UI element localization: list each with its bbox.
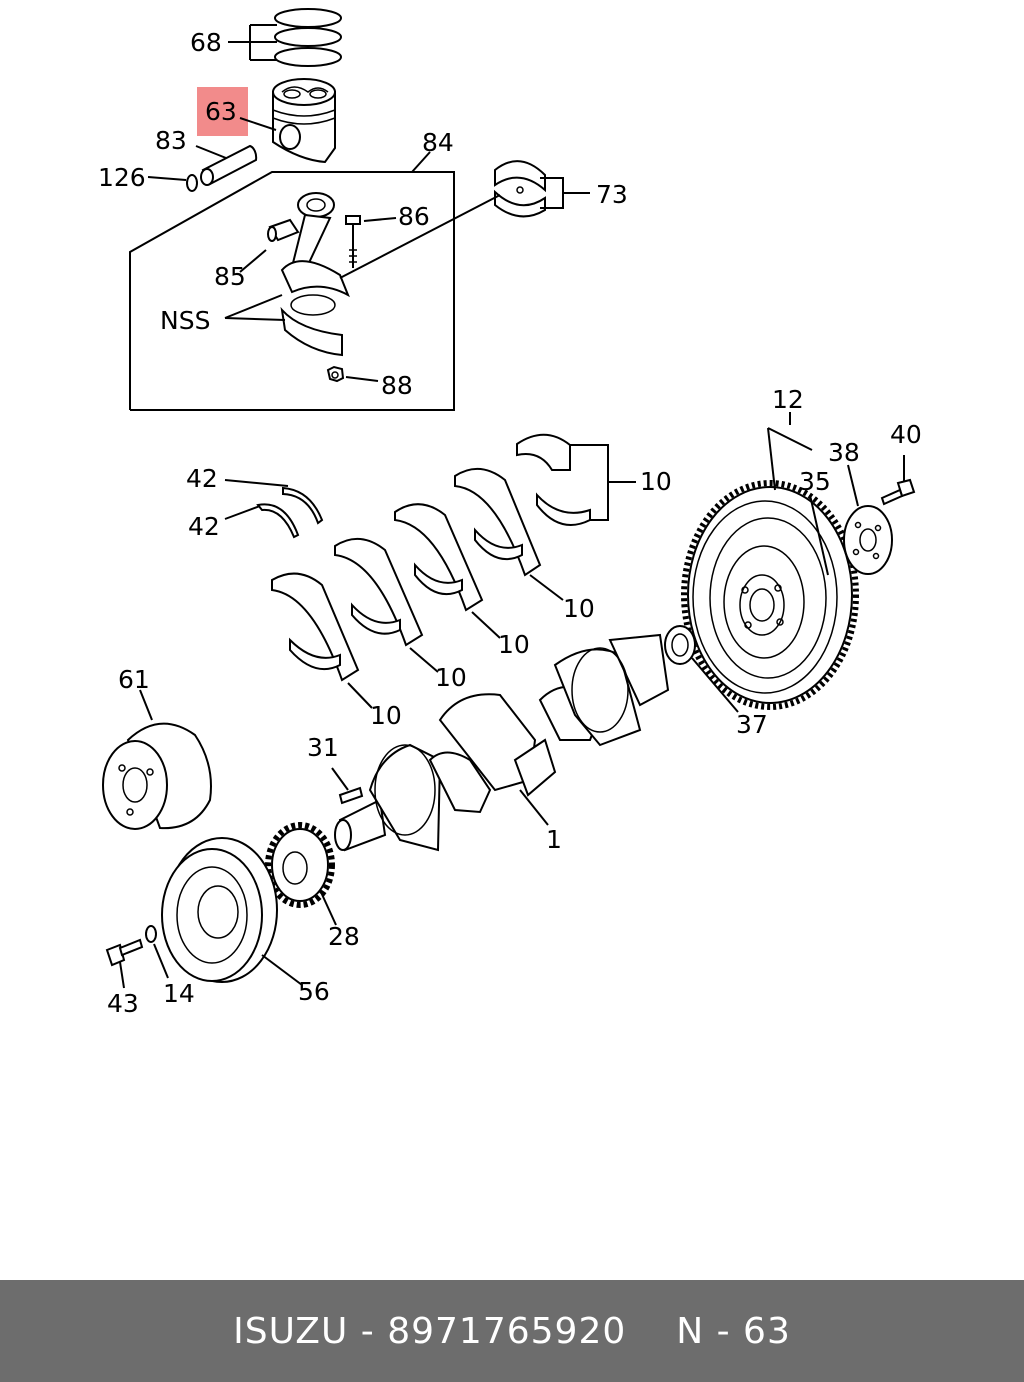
leader-42a (224, 479, 289, 487)
thrust-washer-42 (256, 486, 324, 539)
callout-10e: 10 (370, 701, 402, 730)
exploded-parts-diagram: 68 63 83 126 84 73 86 85 NSS 88 12 38 40… (98, 8, 922, 1018)
connecting-rod (280, 192, 350, 357)
piston-63 (272, 78, 336, 164)
callout-83: 83 (155, 126, 187, 155)
leader-68 (228, 24, 277, 61)
crank-gear-28 (265, 822, 335, 908)
callout-12: 12 (772, 385, 804, 414)
callout-63: 63 (205, 97, 237, 126)
leader-28 (319, 889, 337, 926)
rod-bushing-85 (267, 218, 300, 242)
callout-31: 31 (307, 733, 339, 762)
callout-14: 14 (163, 979, 195, 1008)
leader-84 (411, 151, 431, 173)
leader-10d (409, 647, 439, 673)
snap-ring-126 (186, 174, 198, 192)
bolt-43 (105, 938, 144, 967)
main-bearing-set-1 (516, 433, 591, 526)
callout-42a: 42 (186, 464, 218, 493)
callout-126: 126 (98, 163, 146, 192)
damper-pulley-56 (161, 837, 278, 983)
callout-35: 35 (799, 467, 831, 496)
crank-pulley-61 (102, 722, 212, 830)
callout-43: 43 (107, 989, 139, 1018)
flywheel-12 (681, 480, 859, 710)
callout-84: 84 (422, 128, 454, 157)
part-number: 8971765920 (387, 1310, 627, 1352)
leader-1 (519, 789, 549, 826)
leader-35 (809, 494, 829, 576)
callout-68: 68 (190, 28, 222, 57)
callout-88: 88 (381, 371, 413, 400)
callout-10c: 10 (498, 630, 530, 659)
flywheel-plate-38 (843, 505, 893, 575)
callout-1: 1 (546, 825, 562, 854)
leader-31 (331, 767, 349, 791)
part-caption-bar: ISUZU - 8971765920 N - 63 (0, 1280, 1024, 1382)
rod-nut-88 (326, 365, 345, 383)
leader-73 (540, 177, 590, 209)
leader-nss-b (224, 317, 286, 321)
callout-nss: NSS (160, 306, 210, 335)
leader-61 (139, 689, 153, 721)
callout-73: 73 (596, 180, 628, 209)
main-bearing-set-2 (454, 468, 542, 577)
leader-56 (261, 954, 303, 986)
callout-40: 40 (890, 420, 922, 449)
leader-nss-a (224, 294, 283, 319)
brand-label: ISUZU (233, 1310, 349, 1352)
callout-86: 86 (398, 202, 430, 231)
leader-83 (195, 145, 227, 159)
callout-28: 28 (328, 922, 360, 951)
leader-10-bracket (570, 444, 636, 521)
guide-line-73 (339, 194, 501, 279)
rod-bolt-86 (345, 215, 361, 268)
caption-separator: - (348, 1310, 388, 1352)
callout-10b: 10 (563, 594, 595, 623)
callout-37: 37 (736, 710, 768, 739)
leader-85 (239, 249, 267, 273)
callout-56: 56 (298, 977, 330, 1006)
leader-38 (847, 464, 859, 507)
rod-bearing-73 (494, 160, 546, 218)
leader-37 (691, 657, 739, 713)
key-31 (338, 786, 364, 805)
leader-126 (147, 176, 187, 181)
bolt-40 (880, 478, 916, 506)
piston-pin-83 (200, 144, 258, 186)
callout-85: 85 (214, 262, 246, 291)
main-bearing-set-5 (271, 572, 360, 682)
callout-42b: 42 (188, 512, 220, 541)
leader-63 (239, 117, 277, 131)
highlight-box-63 (197, 87, 248, 136)
leader-14 (153, 943, 169, 979)
washer-14 (145, 925, 157, 943)
diagram-reference: N - 63 (676, 1310, 791, 1352)
callout-38: 38 (828, 438, 860, 467)
callout-61: 61 (118, 665, 150, 694)
callout-10a: 10 (640, 467, 672, 496)
leader-42b (224, 505, 261, 520)
leader-43 (119, 961, 125, 989)
leader-10e (347, 682, 373, 709)
piston-rings-68 (274, 8, 342, 67)
crankshaft-1 (334, 633, 670, 852)
callout-10d: 10 (435, 663, 467, 692)
main-bearing-set-4 (334, 538, 424, 647)
leader-12 (767, 412, 813, 491)
leader-86 (363, 217, 397, 222)
leader-10c (471, 611, 501, 639)
conrod-box (129, 171, 455, 411)
pilot-bearing-37 (664, 625, 696, 665)
main-bearing-set-3 (394, 503, 484, 612)
leader-10b (529, 574, 564, 601)
leader-88 (345, 376, 379, 382)
